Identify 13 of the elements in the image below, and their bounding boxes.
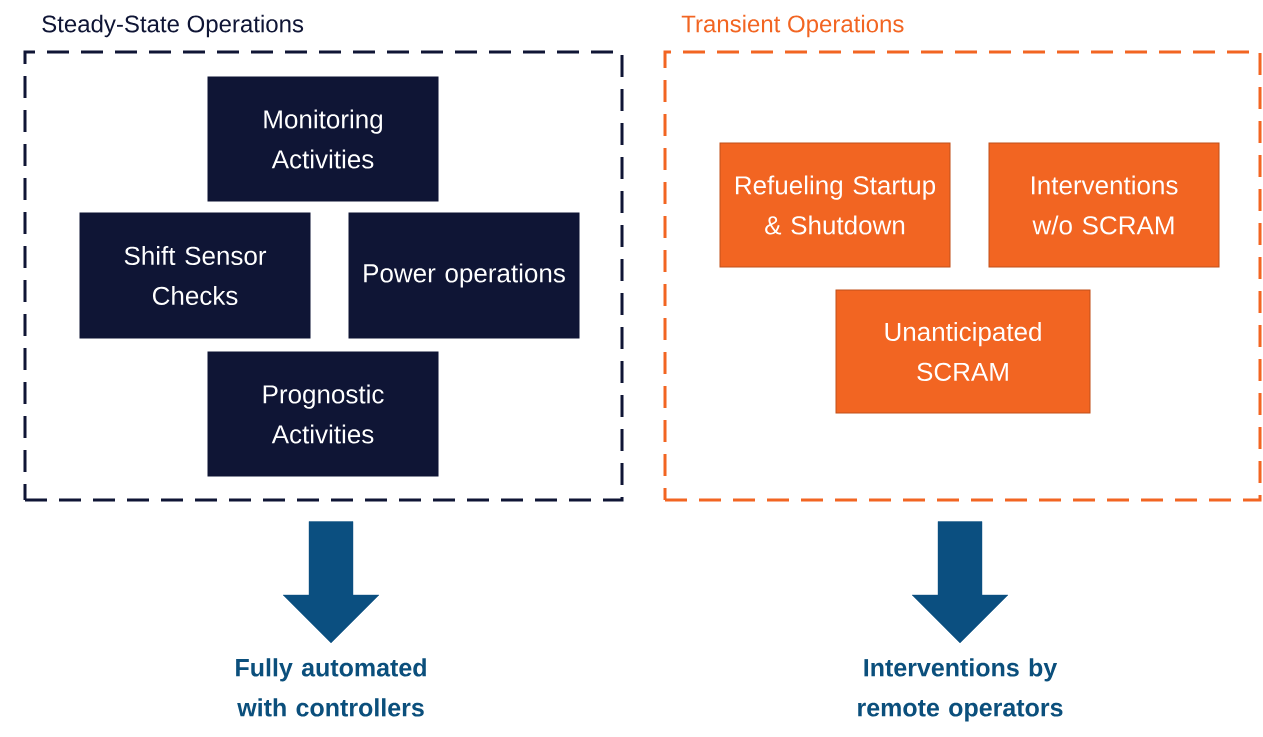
frame-title: Transient Operations bbox=[681, 14, 904, 38]
process-box: Unanticipated SCRAM bbox=[835, 289, 1091, 414]
process-box: Prognostic Activities bbox=[207, 351, 439, 477]
block-arrow bbox=[911, 521, 1009, 644]
outcome-text: Interventions by remote operators bbox=[858, 658, 1063, 722]
process-box: Power operations bbox=[348, 212, 580, 339]
process-box: Interventions w/o SCRAM bbox=[988, 142, 1220, 268]
process-box: Monitoring Activities bbox=[207, 76, 439, 202]
process-box: Shift Sensor Checks bbox=[79, 212, 311, 339]
process-box: Refueling Startup & Shutdown bbox=[719, 142, 951, 268]
frame-title: Steady-State Operations bbox=[42, 14, 304, 38]
outcome-text: Fully automated with controllers bbox=[236, 658, 426, 717]
block-arrow bbox=[282, 521, 380, 644]
